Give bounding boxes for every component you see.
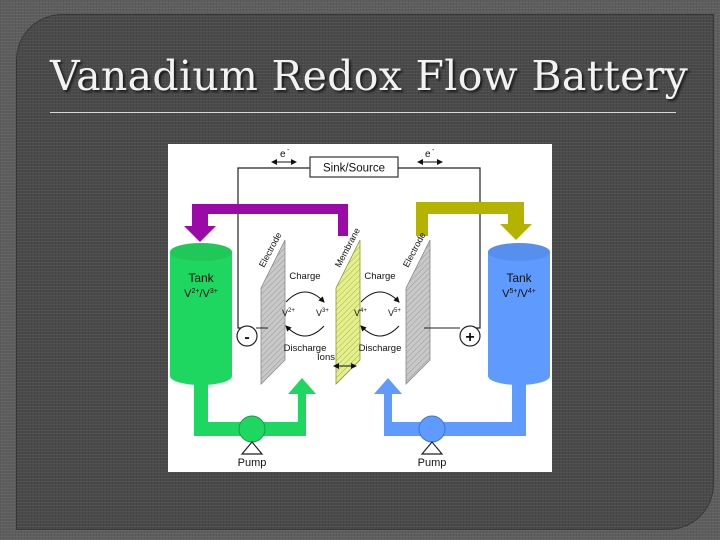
cell-right-ion-a: V4+: [354, 308, 367, 318]
ions-flow: Ions: [317, 352, 357, 369]
sink-source-box: [309, 156, 399, 178]
battery-diagram-svg: Sink/Source e - e - Tank V2+/V3+ Tank V5…: [170, 147, 550, 469]
membrane: Membrane: [333, 226, 362, 385]
cell-right-discharge: Discharge: [359, 343, 402, 354]
pipe-top-left: [184, 204, 344, 242]
pump-left: Pump: [238, 415, 267, 469]
tank-right-label: Tank: [506, 271, 532, 285]
pump-left-label: Pump: [238, 457, 267, 469]
slide-title: Vanadium Redox Flow Battery: [50, 52, 689, 100]
tank-right: Tank V5+/V4+: [488, 243, 550, 385]
cell-right-reaction: Charge V4+ V5+ Discharge: [354, 271, 401, 354]
title-divider: [50, 112, 676, 113]
electrode-left: Electrode: [257, 231, 286, 385]
tank-left: Tank V2+/V3+: [170, 243, 232, 385]
tank-left-ions: V2+/V3+: [184, 288, 218, 300]
cell-right-charge: Charge: [364, 271, 395, 282]
terminal-negative-label: -: [244, 329, 249, 346]
electrode-right: Electrode: [401, 231, 431, 385]
cell-left-reaction: Charge V2+ V3+ Discharge: [282, 271, 329, 354]
electron-arrow-left: e -: [271, 147, 297, 165]
tank-left-label: Tank: [188, 271, 214, 285]
electron-charge-right: -: [432, 147, 435, 154]
cell-left-discharge: Discharge: [284, 343, 327, 354]
cell-right-ion-b: V5+: [388, 308, 401, 318]
cell-left-ion-a: V2+: [282, 308, 295, 318]
cell-left-charge: Charge: [289, 271, 320, 282]
ions-label: Ions: [317, 352, 335, 363]
pump-right: Pump: [418, 415, 447, 469]
tank-right-ions: V5+/V4+: [502, 288, 536, 300]
sink-source-label: Sink/Source: [323, 163, 385, 175]
terminal-negative: -: [236, 325, 268, 347]
electron-charge-left: -: [287, 147, 290, 154]
pipe-top-right: [416, 202, 532, 240]
battery-diagram: Sink/Source e - e - Tank V2+/V3+ Tank V5…: [168, 144, 552, 472]
terminal-positive: +: [424, 325, 481, 347]
electron-arrow-right: e -: [417, 147, 443, 165]
pipe-top-left-stem: [338, 204, 348, 236]
cell-left-ion-b: V3+: [316, 308, 329, 318]
pump-right-label: Pump: [418, 457, 447, 469]
pipe-bottom-right: [374, 378, 526, 436]
terminal-positive-label: +: [465, 329, 474, 346]
electron-label-right: e: [425, 149, 431, 160]
electron-label-left: e: [280, 149, 286, 160]
